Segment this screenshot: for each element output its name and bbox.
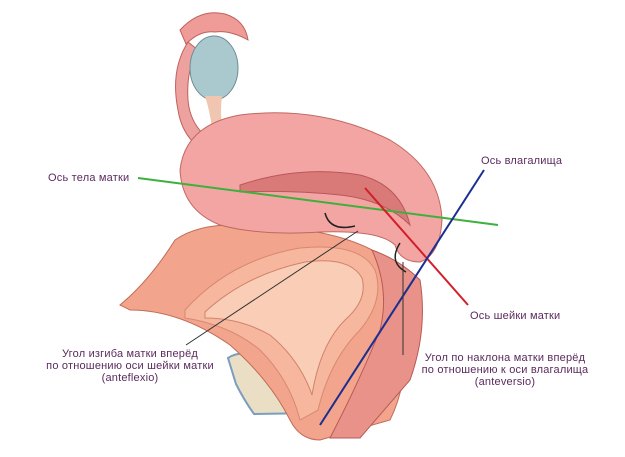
anteflexio-line-1: Угол изгиба матки вперёд bbox=[61, 348, 199, 360]
ovarian-ligament bbox=[205, 96, 222, 128]
anteflexio-label: Угол изгиба матки вперёд по отношению ос… bbox=[40, 348, 220, 384]
uterine-body-axis-label: Ось тела матки bbox=[48, 172, 130, 184]
cervix-axis-line bbox=[364, 187, 469, 306]
bladder-lumen bbox=[204, 260, 364, 396]
anteflexio-line-3: (anteflexio) bbox=[101, 372, 159, 384]
vagina-axis-label: Ось влагалища bbox=[481, 155, 563, 167]
anteflexio-line-2: по отношению оси шейки матки bbox=[46, 360, 214, 372]
vagina-axis-line bbox=[319, 169, 485, 426]
anteversio-line-2: по отношению к оси влагалища bbox=[421, 364, 589, 376]
anteflexio-leader-line bbox=[185, 230, 359, 346]
anteflexio-angle-arrow bbox=[324, 212, 356, 229]
fimbriae bbox=[179, 12, 249, 45]
cervix-axis-label: Ось шейки матки bbox=[470, 310, 561, 322]
vaginal-wall bbox=[329, 249, 423, 439]
uterine-cavity bbox=[239, 171, 411, 227]
uterine-body-axis-line bbox=[137, 177, 499, 226]
ovary bbox=[189, 35, 239, 101]
anteversio-label: Угол по наклона матки вперёд по отношени… bbox=[400, 352, 610, 388]
anteversio-line-1: Угол по наклона матки вперёд bbox=[424, 352, 586, 364]
anteversio-line-3: (anteversio) bbox=[474, 376, 536, 388]
